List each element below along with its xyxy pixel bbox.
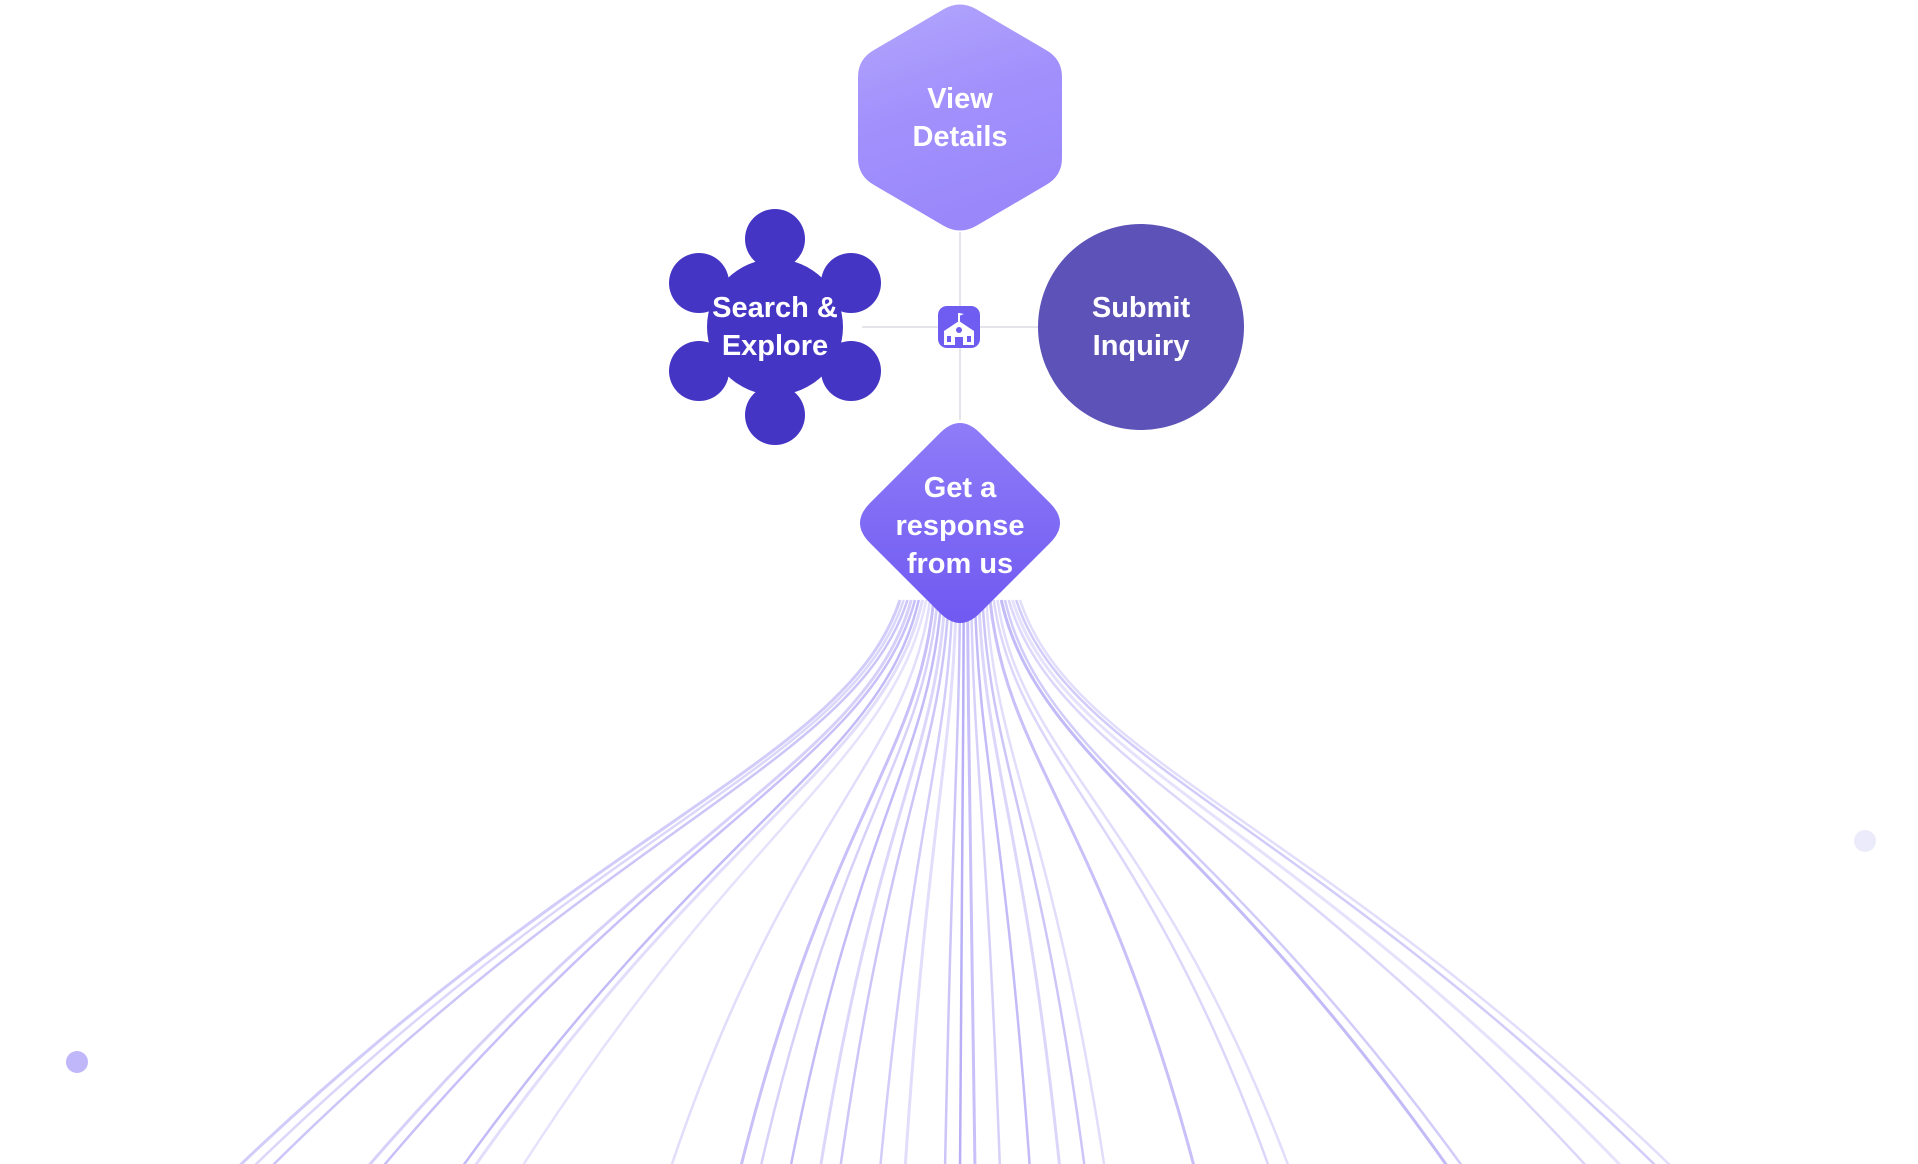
- school-building-icon: [938, 306, 980, 348]
- stream-line: [1018, 599, 1671, 1164]
- stream-line: [973, 599, 1031, 1164]
- submit-inquiry-label[interactable]: Submit Inquiry: [1061, 284, 1221, 370]
- search-explore-shape[interactable]: [669, 209, 881, 445]
- submit-inquiry-line-2: Inquiry: [1092, 330, 1190, 362]
- stream-line: [970, 599, 1002, 1164]
- stream-line: [1003, 599, 1463, 1164]
- get-response-line-3: from us: [906, 548, 1014, 580]
- view-details-line-1: View: [927, 83, 993, 115]
- submit-inquiry-line-1: Submit: [1091, 292, 1191, 324]
- stream-line: [981, 599, 1086, 1164]
- stream-line: [988, 599, 1195, 1164]
- search-explore-line-2: Explore: [721, 330, 829, 362]
- get-response-label[interactable]: Get a response from us: [880, 466, 1040, 586]
- stream-line: [992, 599, 1270, 1164]
- stream-line: [739, 599, 936, 1164]
- stream-line: [819, 599, 947, 1164]
- stream-line: [368, 599, 913, 1164]
- search-explore-line-1: Search &: [712, 292, 838, 324]
- stream-line: [985, 599, 1106, 1164]
- stream-line: [239, 599, 902, 1164]
- stream-line: [977, 599, 1061, 1164]
- stream-line: [462, 599, 920, 1164]
- stream-line: [839, 599, 950, 1164]
- stream-line: [254, 599, 905, 1164]
- decor-dot-left: [66, 1051, 88, 1073]
- stream-line: [958, 599, 965, 1164]
- stream-line: [999, 599, 1448, 1164]
- view-details-line-2: Details: [912, 121, 1008, 153]
- search-explore-label[interactable]: Search & Explore: [695, 284, 855, 370]
- stream-line: [1015, 599, 1656, 1164]
- stream-line: [272, 599, 909, 1164]
- decor-dot-right: [1854, 830, 1876, 852]
- stream-line: [670, 599, 932, 1164]
- stream-line: [966, 599, 977, 1164]
- stream-line: [996, 599, 1290, 1164]
- stream-line: [383, 599, 917, 1164]
- submit-inquiry-shape[interactable]: [1038, 224, 1244, 430]
- stream-line: [879, 599, 954, 1164]
- view-details-label[interactable]: View Details: [858, 75, 1062, 161]
- get-response-line-2: response: [895, 510, 1025, 542]
- get-response-line-1: Get a: [923, 472, 997, 504]
- stream-line: [1007, 599, 1587, 1164]
- stream-line: [789, 599, 943, 1164]
- stream-line: [903, 599, 958, 1164]
- stream-line: [522, 599, 928, 1164]
- view-details-shape[interactable]: [858, 4, 1062, 231]
- stream-line: [1011, 599, 1622, 1164]
- stream-line: [760, 599, 939, 1164]
- response-streams: [239, 599, 1671, 1164]
- stream-line: [474, 599, 924, 1164]
- stream-line: [943, 599, 962, 1164]
- get-response-shape[interactable]: [860, 423, 1060, 623]
